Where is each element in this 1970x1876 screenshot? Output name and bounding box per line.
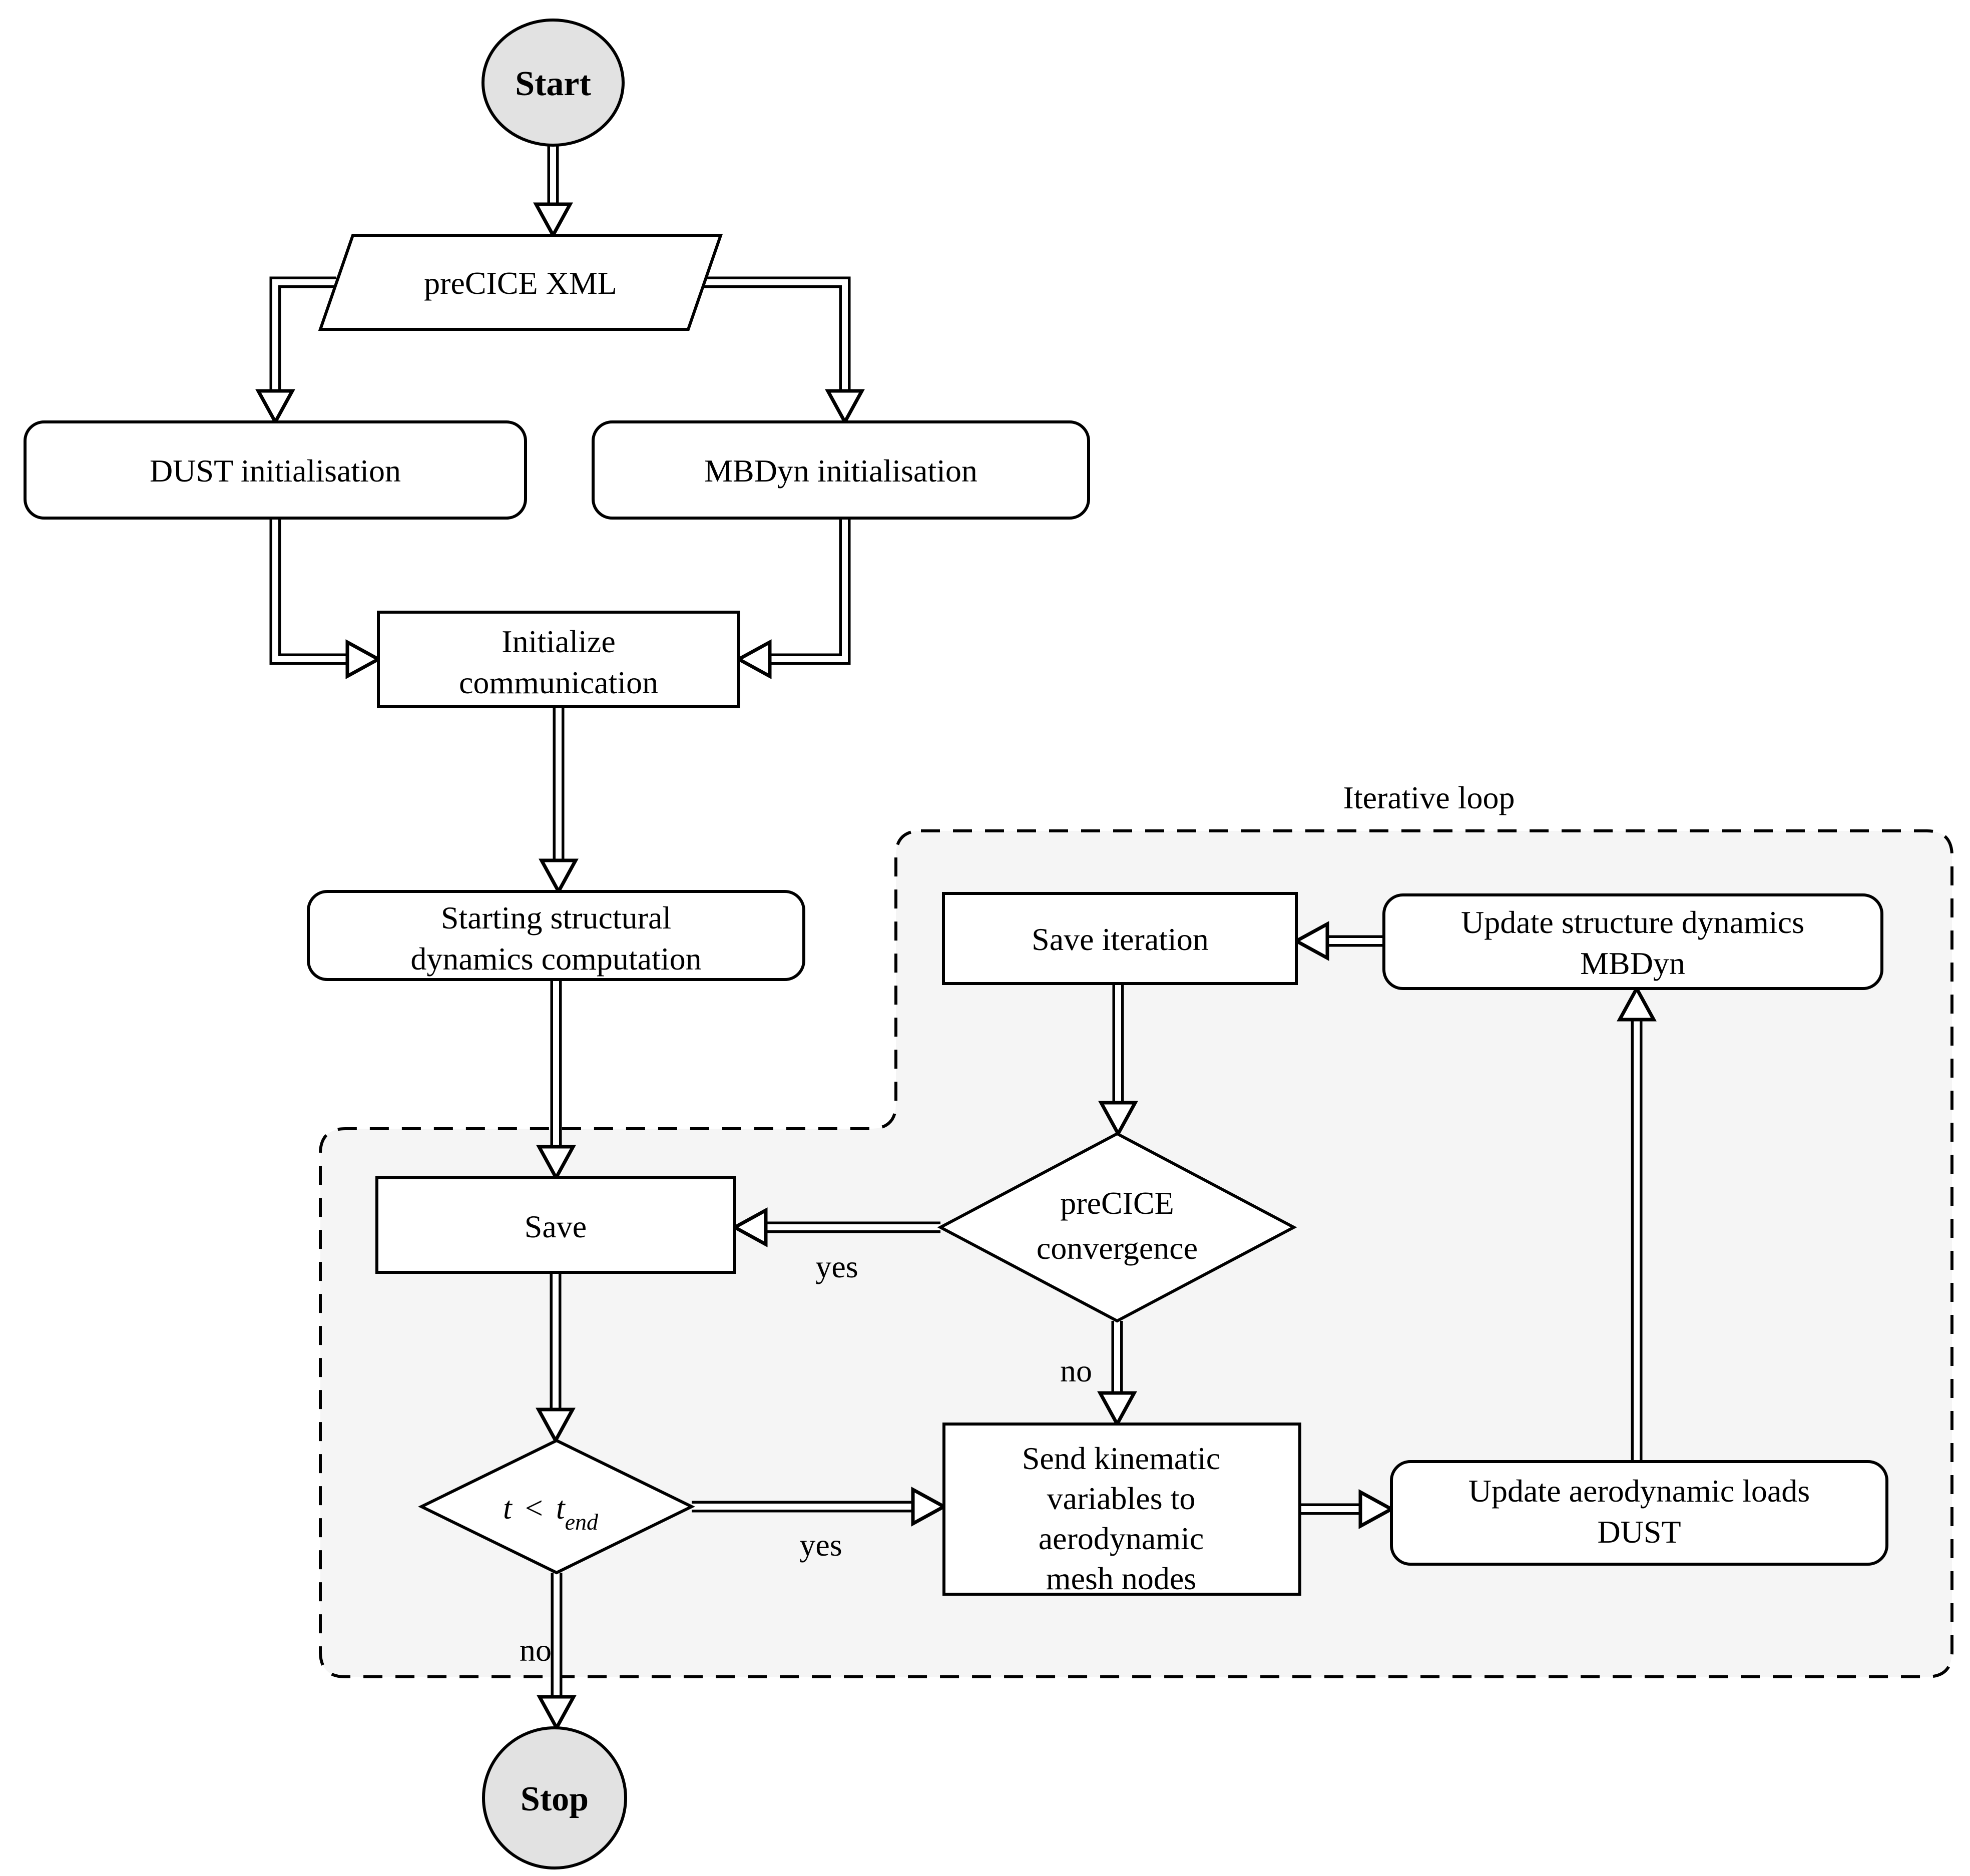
- arrow-tcheck-yes-to-send: [692, 1487, 948, 1527]
- arrow-mbdyn-to-initcomm: [735, 518, 851, 679]
- arrow-send-to-updateaero: [1300, 1489, 1395, 1529]
- update-structure-dynamics-label-line1: Update structure dynamics: [1461, 904, 1804, 940]
- t-end-label: t<tend: [503, 1490, 599, 1535]
- precice-convergence-label-line2: convergence: [1037, 1230, 1198, 1266]
- update-structure-dynamics-box: [1382, 893, 1883, 990]
- start-ellipse: [481, 19, 625, 147]
- send-kinematic-label-line1: Send kinematic: [1022, 1441, 1220, 1476]
- arrow-line: [770, 518, 851, 665]
- arrow-initcomm-to-starting: [539, 707, 579, 895]
- iterative-loop-label: Iterative loop: [1343, 780, 1515, 815]
- arrowhead-down-icon: [537, 1695, 577, 1732]
- update-aerodynamic-box: [1390, 1460, 1888, 1566]
- update-aerodynamic-process: Update aerodynamic loads DUST: [1390, 1460, 1888, 1566]
- starting-structural-process: Starting structural dynamics computation: [307, 890, 805, 981]
- starting-structural-label-line1: Starting structural: [441, 900, 671, 935]
- save-iteration-box: [942, 892, 1298, 985]
- send-kinematic-label-line3: aerodynamic: [1039, 1521, 1204, 1556]
- stop-label: Stop: [521, 1780, 589, 1818]
- arrowhead-down-icon: [1098, 1101, 1138, 1138]
- dust-initialisation-box: [24, 420, 527, 520]
- arrow-line: [269, 276, 336, 390]
- arrowhead-right-icon: [911, 1487, 948, 1527]
- update-structure-dynamics-label-line2: MBDyn: [1580, 946, 1685, 981]
- arrow-conv-no-to-send: [1097, 1321, 1137, 1428]
- arrow-line-core: [770, 518, 848, 662]
- edge-labels: yes no yes no: [520, 1249, 1092, 1668]
- arrow-starting-to-save: [536, 980, 576, 1182]
- starting-structural-box: [307, 890, 805, 981]
- mbdyn-initialisation-process: MBDyn initialisation: [592, 420, 1090, 520]
- arrow-updateaero-to-updatestruct: [1617, 985, 1657, 1462]
- stop-terminal: Stop: [482, 1726, 627, 1869]
- precice-convergence-diamond: [937, 1132, 1297, 1323]
- initialize-communication-process: Initialize communication: [377, 611, 740, 708]
- arrowhead-down-icon: [255, 389, 295, 426]
- arrowhead-down-icon: [536, 1408, 576, 1445]
- initialize-communication-label-line2: communication: [459, 665, 658, 700]
- arrowhead-right-icon: [1358, 1489, 1395, 1529]
- save-iteration-label: Save iteration: [1032, 921, 1209, 957]
- t-end-decision: t<tend: [418, 1439, 695, 1575]
- arrowhead-left-icon: [731, 1207, 768, 1247]
- send-kinematic-label-line2: variables to: [1047, 1481, 1196, 1516]
- update-aerodynamic-label-line2: DUST: [1597, 1514, 1681, 1550]
- send-kinematic-process: Send kinematic variables to aerodynamic …: [942, 1423, 1301, 1596]
- arrowhead-down-icon: [1097, 1391, 1137, 1428]
- arrow-line: [704, 276, 851, 390]
- arrowhead-down-icon: [533, 202, 573, 239]
- stop-ellipse: [482, 1726, 627, 1869]
- arrowhead-down-icon: [536, 1145, 576, 1182]
- arrow-line-core: [272, 279, 336, 390]
- edge-label-no: no: [520, 1632, 552, 1668]
- send-kinematic-label-line4: mesh nodes: [1046, 1561, 1196, 1596]
- arrow-xml-to-mbdyn: [704, 276, 865, 426]
- arrowhead-left-icon: [735, 639, 772, 679]
- arrow-conv-yes-to-save: [731, 1207, 940, 1247]
- save-box: [375, 1176, 736, 1274]
- update-aerodynamic-label-line1: Update aerodynamic loads: [1468, 1473, 1810, 1509]
- arrow-line: [269, 518, 347, 665]
- arrow-updatestruct-to-saveiter: [1292, 921, 1384, 961]
- start-terminal: Start: [481, 19, 625, 147]
- arrow-save-to-tcheck: [536, 1272, 576, 1445]
- arrow-line-core: [704, 279, 848, 390]
- arrow-saveiter-to-conv: [1098, 984, 1138, 1138]
- mbdyn-initialisation-label: MBDyn initialisation: [704, 453, 977, 489]
- edge-label-no: no: [1060, 1353, 1092, 1388]
- starting-structural-label-line2: dynamics computation: [410, 941, 701, 977]
- initialize-communication-label-line1: Initialize: [502, 624, 615, 659]
- dust-initialisation-label: DUST initialisation: [150, 453, 401, 489]
- arrowhead-down-icon: [539, 858, 579, 895]
- arrowhead-up-icon: [1617, 985, 1657, 1022]
- initialize-communication-box: [377, 611, 740, 708]
- arrow-start-to-xml: [533, 144, 573, 239]
- save-label: Save: [525, 1209, 587, 1244]
- update-structure-dynamics-process: Update structure dynamics MBDyn: [1382, 893, 1883, 990]
- precice-convergence-decision: preCICE convergence: [937, 1132, 1297, 1323]
- arrowhead-right-icon: [345, 639, 382, 679]
- nodes: Start preCICE XML DUST initialisation MB…: [24, 19, 1888, 1869]
- connectors: [255, 144, 1657, 1732]
- precice-xml-parallelogram: [318, 234, 723, 331]
- save-process: Save: [375, 1176, 736, 1274]
- t-end-diamond: [418, 1439, 695, 1575]
- mbdyn-initialisation-box: [592, 420, 1090, 520]
- arrow-xml-to-dust: [255, 276, 336, 426]
- arrowhead-left-icon: [1292, 921, 1329, 961]
- send-kinematic-box: [942, 1423, 1301, 1596]
- arrowhead-down-icon: [825, 389, 865, 426]
- arrow-tcheck-no-to-stop: [537, 1573, 577, 1732]
- arrow-dust-to-initcomm: [269, 518, 382, 679]
- dust-initialisation-process: DUST initialisation: [24, 420, 527, 520]
- precice-convergence-label-line1: preCICE: [1060, 1185, 1174, 1221]
- save-iteration-process: Save iteration: [942, 892, 1298, 985]
- precice-xml-label: preCICE XML: [424, 265, 617, 301]
- edge-label-yes: yes: [799, 1527, 842, 1563]
- precice-xml-io: preCICE XML: [318, 234, 723, 331]
- arrow-line-core: [272, 518, 347, 662]
- edge-label-yes: yes: [815, 1249, 858, 1284]
- start-label: Start: [515, 65, 591, 103]
